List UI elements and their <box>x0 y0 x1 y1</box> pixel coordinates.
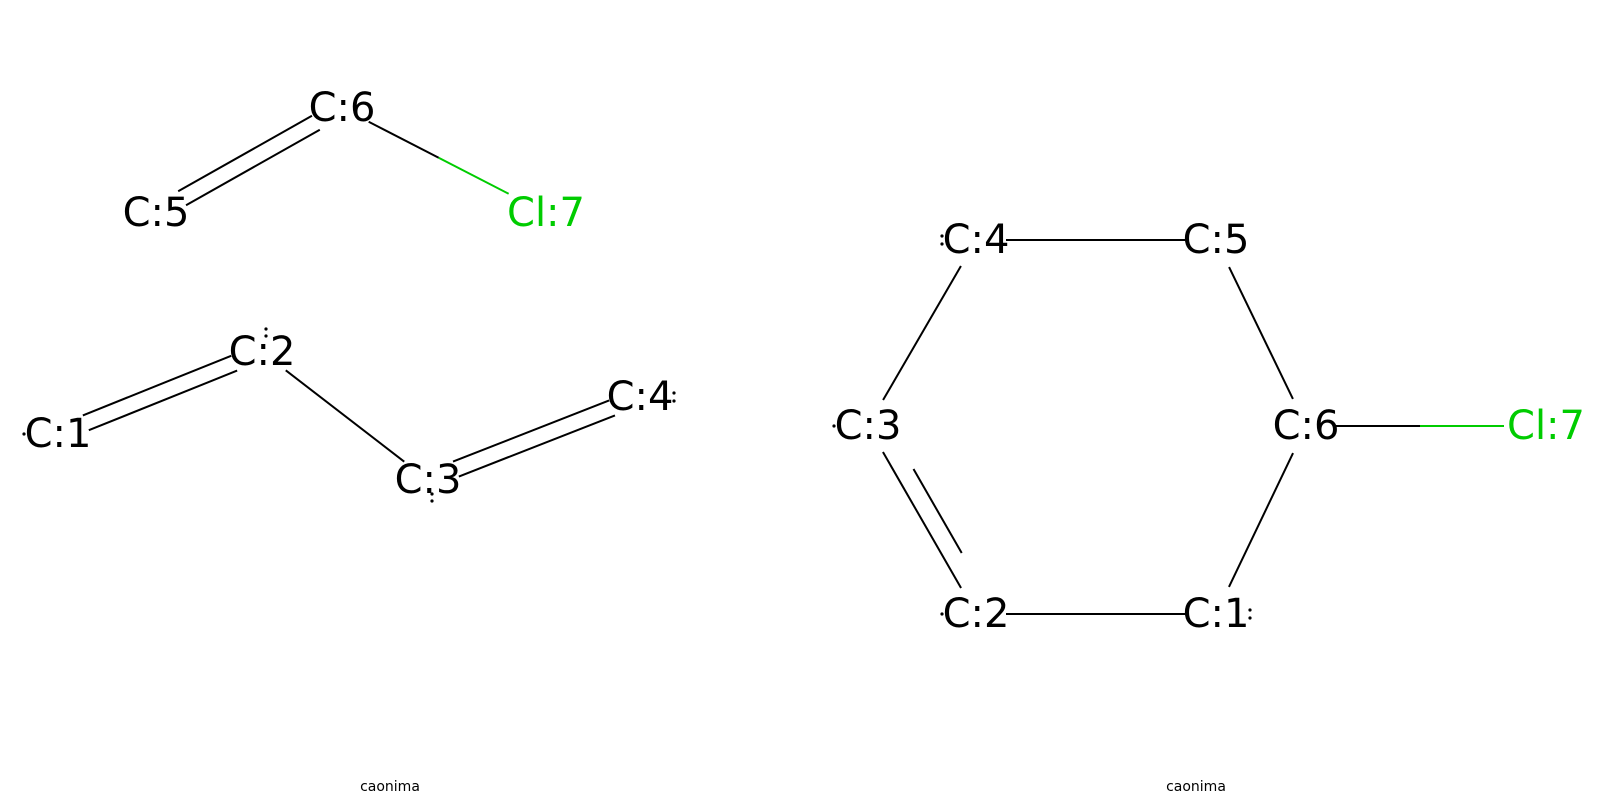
radical-electron-1 <box>940 234 944 238</box>
atom-c-6: C:6 <box>309 85 376 131</box>
radical-electron-1 <box>1248 608 1252 612</box>
atom-label: C:6 <box>1273 403 1340 449</box>
molecule-caption: caonima <box>1166 779 1226 795</box>
atom-label: C:2 <box>229 329 296 375</box>
bond-line <box>1228 266 1294 400</box>
atom-label: C:3 <box>395 457 462 503</box>
atom-c-4: C:4 <box>940 217 1009 263</box>
radical-electron-2 <box>430 499 434 503</box>
bond-line-inner <box>912 468 963 554</box>
bond-b5-b6 <box>1228 266 1294 400</box>
atom-label: Cl:7 <box>507 190 585 236</box>
radical-electron-1 <box>430 492 434 496</box>
atom-label: Cl:7 <box>1507 403 1585 449</box>
atom-c-1: C:1 <box>22 411 91 457</box>
radical-electron-1 <box>832 424 836 428</box>
radical-electron-2 <box>1248 616 1252 620</box>
bond-line-1 <box>88 369 238 432</box>
atom-c-6: C:6 <box>1273 403 1340 449</box>
bond-b6-b1 <box>1228 452 1294 588</box>
bond-line <box>1228 452 1294 588</box>
molecule-panel-right: C:1 C:2 C:3 C:4 C:5C:6 Cl:7 caonima <box>832 217 1585 795</box>
bond-line-1 <box>185 128 321 207</box>
atom-label: C:6 <box>309 85 376 131</box>
radical-electron-2 <box>264 334 268 338</box>
bond-a2-a3 <box>285 369 405 463</box>
atom-c-4: C:4 <box>607 374 676 420</box>
atom-label: C:2 <box>943 591 1010 637</box>
radical-electron-1 <box>940 612 944 616</box>
bond-line-1 <box>458 414 616 478</box>
bond-a6-a7 <box>368 120 510 195</box>
radical-electron-1 <box>672 391 676 395</box>
atom-label: C:3 <box>835 403 902 449</box>
atom-c-3: C:3 <box>832 403 901 449</box>
bond-line-2 <box>82 354 232 417</box>
atom-c-2: C:2 <box>229 327 296 375</box>
bond-a1-a2 <box>82 354 238 432</box>
radical-electron-1 <box>22 432 26 436</box>
bond-line-2 <box>452 399 610 463</box>
atom-c-2: C:2 <box>940 591 1009 637</box>
atom-label: C:4 <box>943 217 1010 263</box>
atom-c-3: C:3 <box>395 457 462 503</box>
bond-line <box>882 265 962 401</box>
bond-line-part-a <box>368 120 440 159</box>
bond-b3-b4 <box>882 265 962 401</box>
atom-c-5: C:5 <box>123 190 190 236</box>
atom-label: C:4 <box>607 374 674 420</box>
bond-line-main <box>882 451 962 589</box>
radical-electron-1 <box>264 327 268 331</box>
atom-label: C:1 <box>25 411 92 457</box>
atom-label: C:5 <box>1183 217 1250 263</box>
atom-label: C:1 <box>1183 591 1250 637</box>
molecule-caption: caonima <box>360 779 420 795</box>
atom-label: C:5 <box>123 190 190 236</box>
bond-a5-a6 <box>177 114 321 207</box>
atom-cl-7: Cl:7 <box>1507 403 1585 449</box>
radical-electron-2 <box>940 242 944 246</box>
atom-cl-7: Cl:7 <box>507 190 585 236</box>
bond-line-2 <box>177 114 313 193</box>
bond-line-part-b <box>438 156 510 195</box>
bond-line <box>285 369 405 463</box>
bond-a3-a4 <box>452 399 616 478</box>
atom-c-1: C:1 <box>1183 591 1252 637</box>
bond-b2-b3 <box>882 451 963 589</box>
radical-electron-2 <box>672 399 676 403</box>
atom-c-5: C:5 <box>1183 217 1250 263</box>
molecule-panel-left: C:1 C:2C:3 C:4 C:5 C:6Cl:7 caonima <box>22 85 676 795</box>
